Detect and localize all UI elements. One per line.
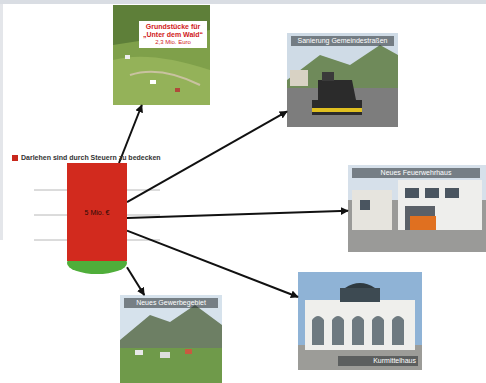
photo-road-paver: [287, 33, 398, 127]
photo-card: Neues Feuerwehrhaus: [348, 165, 484, 252]
arrow-connector: [127, 211, 348, 218]
price-note: 2,3 Mio. Euro: [142, 39, 204, 46]
photo-title: Grundstücke für „Unter dem Wald“: [142, 23, 204, 39]
slide-heading: Darlehen sind durch Steuern zu bedecken: [21, 154, 161, 161]
photo-card: Kurmittelhaus: [298, 272, 422, 370]
photo-valley: [120, 295, 222, 383]
photo-caption: Kurmittelhaus: [338, 356, 418, 366]
arrow-connector: [127, 231, 298, 297]
photo-caption: Neues Feuerwehrhaus: [352, 168, 480, 178]
photo-title: Neues Feuerwehrhaus: [354, 169, 478, 177]
photo-card: Sanierung Gemeindestraßen: [287, 33, 398, 127]
photo-title: Sanierung Gemeindestraßen: [293, 37, 392, 45]
bar-label: 5 Mio. €: [85, 209, 110, 216]
bullet-square: [12, 155, 18, 161]
photo-card: Grundstücke für „Unter dem Wald“2,3 Mio.…: [113, 5, 210, 105]
side-strip: [0, 4, 3, 240]
caption-box: Grundstücke für „Unter dem Wald“2,3 Mio.…: [139, 21, 207, 48]
debt-bar: 5 Mio. €: [67, 163, 127, 275]
photo-card: Neues Gewerbegebiet: [120, 295, 222, 381]
photo-caption: Neues Gewerbegebiet: [124, 298, 218, 308]
photo-title: Kurmittelhaus: [340, 357, 416, 365]
photo-meadow: [113, 5, 210, 105]
photo-caption: Sanierung Gemeindestraßen: [291, 36, 394, 46]
photo-pavilion: [298, 272, 422, 370]
photo-fire-station: [348, 165, 486, 252]
top-strip: [0, 0, 486, 4]
arrow-connector: [127, 267, 144, 295]
photo-title: Neues Gewerbegebiet: [126, 299, 216, 307]
bar-shape: [67, 163, 127, 275]
